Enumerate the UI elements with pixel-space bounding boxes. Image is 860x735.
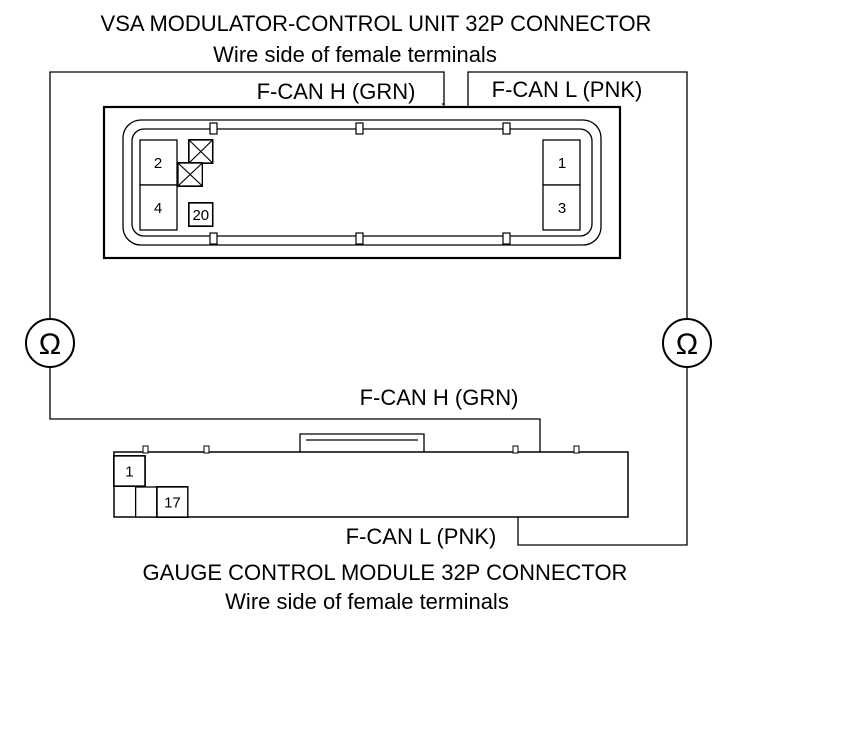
vsa-pin-row-1: 141312111098765 bbox=[188, 139, 214, 164]
left-meter-lower-wire bbox=[49, 367, 541, 474]
vsa-connector-subtitle: Wire side of female terminals bbox=[213, 42, 497, 67]
vsa-keyway bbox=[209, 122, 218, 135]
gauge-connector-latch bbox=[299, 433, 425, 452]
vsa-connector-outer-shell bbox=[122, 119, 602, 246]
unused-pin-mark bbox=[177, 162, 203, 187]
vsa-pin-label: 1 bbox=[558, 155, 566, 172]
vsa-side-pin-cell bbox=[139, 139, 178, 186]
pin-cell bbox=[188, 202, 214, 227]
vsa-keyway bbox=[209, 232, 218, 245]
vsa-pin-row-3: 32313029282726252423222120 bbox=[188, 202, 214, 227]
vsa-side-pin-cell bbox=[542, 184, 581, 231]
empty-pin-cell bbox=[134, 486, 158, 518]
vsa-pin-label: 2 bbox=[154, 155, 162, 172]
pin-cell bbox=[156, 486, 189, 518]
pin-label: 20 bbox=[192, 207, 209, 224]
pin-label: 1 bbox=[125, 464, 133, 481]
pin-cell bbox=[113, 455, 146, 487]
vsa-pin-label: 4 bbox=[154, 200, 162, 217]
unused-pin-mark bbox=[188, 139, 214, 164]
gauge-tab bbox=[203, 445, 210, 454]
vsa-keyway bbox=[355, 232, 364, 245]
vsa-fcan-l-label: F-CAN L (PNK) bbox=[492, 77, 643, 102]
vsa-keyway bbox=[502, 122, 511, 135]
vsa-keyway bbox=[502, 232, 511, 245]
gauge-connector-housing bbox=[113, 451, 629, 518]
gauge-fcan-h-label: F-CAN H (GRN) bbox=[360, 385, 519, 410]
vsa-connector-title: VSA MODULATOR-CONTROL UNIT 32P CONNECTOR bbox=[101, 11, 652, 36]
gauge-pin-row-bottom: 32313029282726252423222120191817 bbox=[134, 486, 189, 518]
pin-label: 17 bbox=[164, 495, 181, 512]
gauge-connector-title: GAUGE CONTROL MODULE 32P CONNECTOR bbox=[143, 560, 628, 585]
left-ohm-symbol: Ω bbox=[39, 328, 61, 361]
vsa-pin-row-2: 1918171615 bbox=[177, 162, 203, 187]
vsa-side-pin-cell bbox=[139, 184, 178, 231]
right-ohm-symbol: Ω bbox=[676, 328, 698, 361]
right-meter-lower-wire bbox=[517, 367, 688, 546]
gauge-tab bbox=[142, 445, 149, 454]
gauge-connector-subtitle: Wire side of female terminals bbox=[225, 589, 509, 614]
gauge-tab bbox=[512, 445, 519, 454]
gauge-tab bbox=[573, 445, 580, 454]
vsa-pin-label: 3 bbox=[558, 200, 566, 217]
vsa-keyway bbox=[355, 122, 364, 135]
left-meter-upper-wire bbox=[49, 71, 445, 318]
vsa-fcan-h-label: F-CAN H (GRN) bbox=[257, 79, 416, 104]
gauge-fcan-l-label: F-CAN L (PNK) bbox=[346, 524, 497, 549]
gauge-pin-row-top: 16151413121110987654321 bbox=[113, 455, 146, 487]
